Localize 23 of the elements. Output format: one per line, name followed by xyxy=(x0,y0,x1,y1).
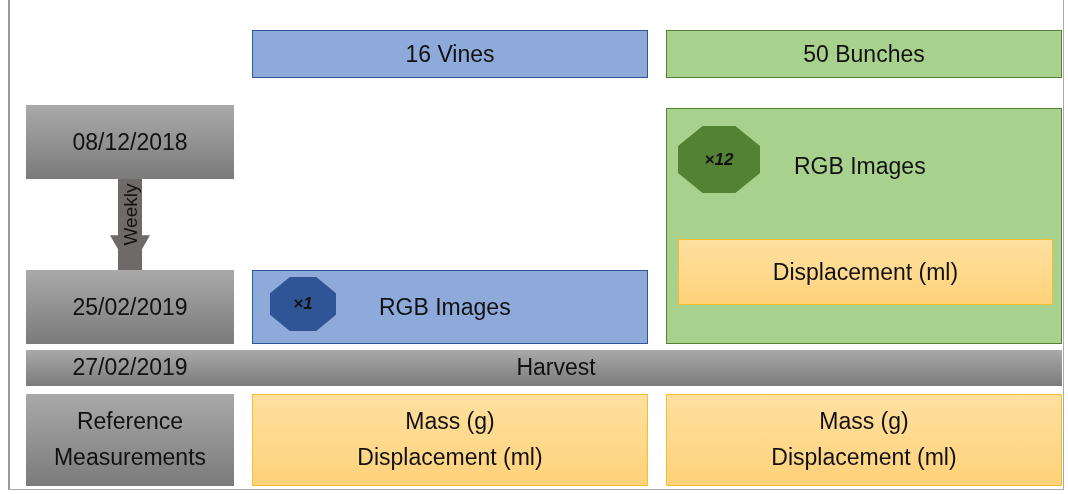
header-box: 50 Bunches xyxy=(666,30,1062,78)
measurement-text: Mass (g) xyxy=(819,407,909,437)
date-box: 08/12/2018 xyxy=(26,105,234,179)
harvest-bar xyxy=(26,350,1062,386)
count-badge: ×12 xyxy=(678,126,760,193)
date-box: 25/02/2019 xyxy=(26,270,234,344)
edge-label: Weekly xyxy=(120,183,141,246)
event-label: Harvest xyxy=(515,354,597,381)
panel-title: RGB Images xyxy=(794,153,926,180)
measurement-text: Displacement (ml) xyxy=(357,443,543,472)
measurement-panel xyxy=(252,270,648,344)
measurement-box: Displacement (ml) xyxy=(678,239,1053,305)
measurement-text: Displacement (ml) xyxy=(771,443,957,472)
measurement-text: Mass (g) xyxy=(405,407,495,437)
count-badge: ×1 xyxy=(270,277,336,331)
date-text: 27/02/2019 xyxy=(71,354,189,381)
panel-title: RGB Images xyxy=(379,294,511,321)
header-box: 16 Vines xyxy=(252,30,648,78)
measurement-panel xyxy=(666,108,1062,344)
measurement-box xyxy=(252,394,648,486)
measurement-box xyxy=(666,394,1062,486)
row-header-box: Reference Measurements xyxy=(26,394,234,486)
arrow xyxy=(110,179,150,270)
